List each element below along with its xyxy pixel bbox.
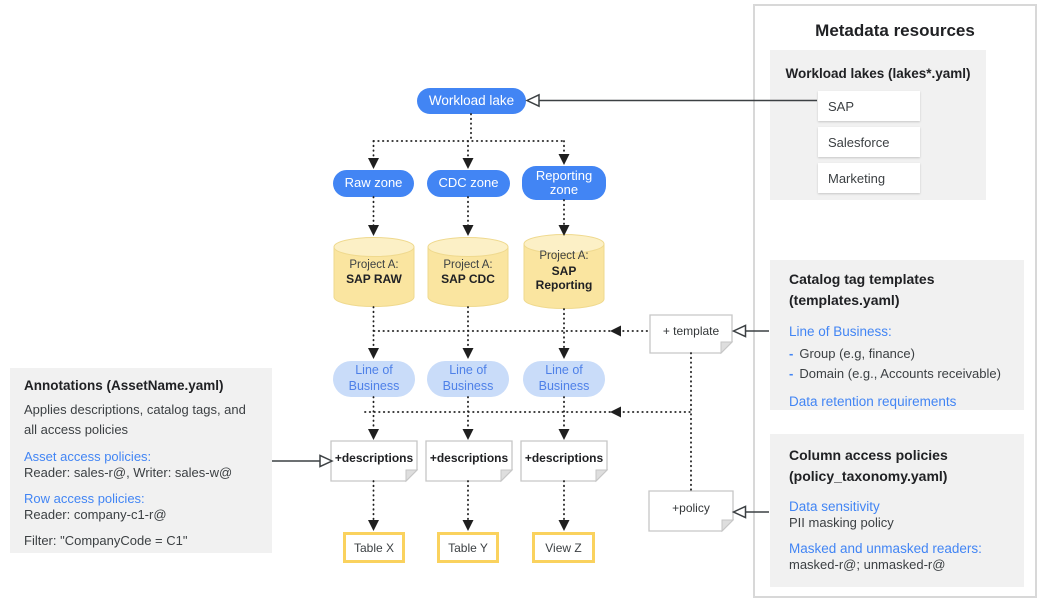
catalog-templates-section: Catalog tag templates (templates.yaml) L… [770,260,1024,410]
data-sensitivity-value: PII masking policy [789,515,894,530]
project-prefix: Project A: [443,258,493,271]
catalog-templates-title-line2: (templates.yaml) [789,292,900,308]
project-name: SAP Reporting [535,263,593,293]
arrow-down-icon [558,520,570,531]
output-view-z: View Z [532,532,595,563]
lob-bullet-domain: - Domain (e.g., Accounts receivable) [789,364,1014,384]
lob-bullet-group-text: Group (e.g, finance) [799,346,915,361]
project-prefix: Project A: [349,258,399,271]
column-policies-title-line1: Column access policies [789,447,948,463]
arrow-down-icon [462,520,474,531]
lob-bullet-group: - Group (e.g, finance) [789,344,1014,364]
annotations-panel-title: Annotations (AssetName.yaml) [24,378,224,393]
arrow-down-icon [368,429,379,440]
arrow-down-icon [368,158,379,169]
open-arrow-left-icon [731,505,747,519]
arrow-down-icon [558,429,570,440]
open-arrow-left-icon [525,93,540,108]
zone-node-cdc: CDC zone [427,170,510,197]
arrow-down-icon [368,348,379,359]
row-access-heading: Row access policies: [24,490,145,506]
lake-item-salesforce: Salesforce [818,127,920,157]
metadata-resources-card: Metadata resources Workload lakes (lakes… [753,4,1037,598]
arrow-down-icon [462,348,474,359]
descriptions-note-1: +descriptions [334,451,414,465]
project-label-sap-reporting: Project A: SAP Reporting [524,242,604,300]
lob-node-1: Line of Business [333,361,415,397]
bullet-dash-icon: - [789,365,794,381]
workload-lake-node: Workload lake [417,88,526,114]
zone-node-reporting: Reporting zone [522,166,606,200]
lob-node-3: Line of Business [523,361,605,397]
workload-lakes-title: Workload lakes (lakes*.yaml) [785,66,971,81]
retention-heading: Data retention requirements [789,394,957,409]
zone-node-raw: Raw zone [333,170,414,197]
arrow-down-icon [558,154,570,165]
catalog-templates-title-line1: Catalog tag templates [789,271,935,287]
row-access-value: Reader: company-c1-r@ [24,506,167,522]
metadata-card-title: Metadata resources [815,21,975,40]
arrow-down-icon [368,225,379,236]
template-note: + template [662,324,720,338]
arrow-down-icon [462,225,474,236]
lob-node-2: Line of Business [427,361,509,397]
column-policies-title-line2: (policy_taxonomy.yaml) [789,468,948,484]
arrow-down-icon [462,429,474,440]
lake-item-sap: SAP [818,91,920,121]
project-label-sap-raw: Project A: SAP RAW [334,247,414,297]
open-arrow-left-icon [731,324,747,338]
project-label-sap-cdc: Project A: SAP CDC [428,247,508,297]
descriptions-note-2: +descriptions [429,451,509,465]
lake-item-marketing: Marketing [818,163,920,193]
project-name: SAP RAW [346,271,402,286]
filter-value: Filter: "CompanyCode = C1" [24,533,188,549]
bullet-dash-icon: - [789,346,794,361]
arrow-left-icon [610,406,621,418]
lob-bullet-domain-text: Domain (e.g., Accounts receivable) [799,365,1001,381]
descriptions-note-3: +descriptions [524,451,604,465]
arrow-down-icon [558,348,570,359]
data-sensitivity-heading: Data sensitivity [789,499,880,514]
output-table-x: Table X [343,532,405,563]
workload-lakes-section: Workload lakes (lakes*.yaml) SAP Salesfo… [770,50,986,200]
arrow-left-icon [610,325,621,337]
annotations-description: Applies descriptions, catalog tags, and … [24,402,246,438]
column-policies-section: Column access policies (policy_taxonomy.… [770,434,1024,587]
asset-access-heading: Asset access policies: [24,449,152,465]
policy-note: +policy [672,501,710,515]
arrow-down-icon [368,520,379,531]
masked-readers-value: masked-r@; unmasked-r@ [789,557,946,573]
lob-heading: Line of Business: [789,324,892,339]
project-name: SAP CDC [441,271,495,286]
asset-access-value: Reader: sales-r@, Writer: sales-w@ [24,465,233,481]
annotations-panel: Annotations (AssetName.yaml) Applies des… [10,368,272,553]
arrow-down-icon [462,158,474,169]
project-prefix: Project A: [539,250,589,263]
output-table-y: Table Y [437,532,499,563]
masked-readers-heading: Masked and unmasked readers: [789,541,982,557]
arrow-down-icon [558,225,570,236]
